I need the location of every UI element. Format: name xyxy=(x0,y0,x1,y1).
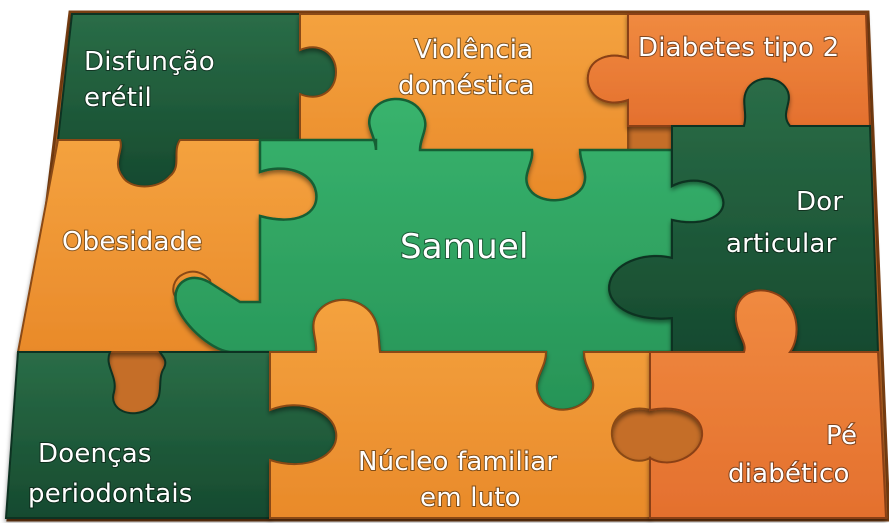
label-doencas-line2: periodontais xyxy=(28,479,193,509)
label-diabetes-line1: Diabetes tipo 2 xyxy=(638,33,839,63)
label-obesidade-line1: Obesidade xyxy=(62,227,202,257)
label-nucleo-line2: em luto xyxy=(420,483,521,513)
piece-pe xyxy=(649,289,888,519)
label-samuel: Samuel xyxy=(400,227,529,267)
label-dor-line1: Dor xyxy=(796,187,843,217)
label-doencas-line1: Doenças xyxy=(38,439,152,469)
label-violencia-line1: Violência xyxy=(414,35,533,65)
label-dor-line2: articular xyxy=(726,229,837,259)
label-pe-line1: Pé xyxy=(826,421,857,451)
piece-nucleo xyxy=(269,299,651,519)
piece-diabetes xyxy=(586,13,872,127)
label-pe-line2: diabético xyxy=(728,459,850,489)
label-violencia-line2: doméstica xyxy=(398,71,535,101)
label-disfuncao-line2: erétil xyxy=(84,83,152,113)
label-disfuncao-line1: Disfunção xyxy=(84,47,215,77)
label-nucleo-line1: Núcleo familiar xyxy=(358,447,557,477)
